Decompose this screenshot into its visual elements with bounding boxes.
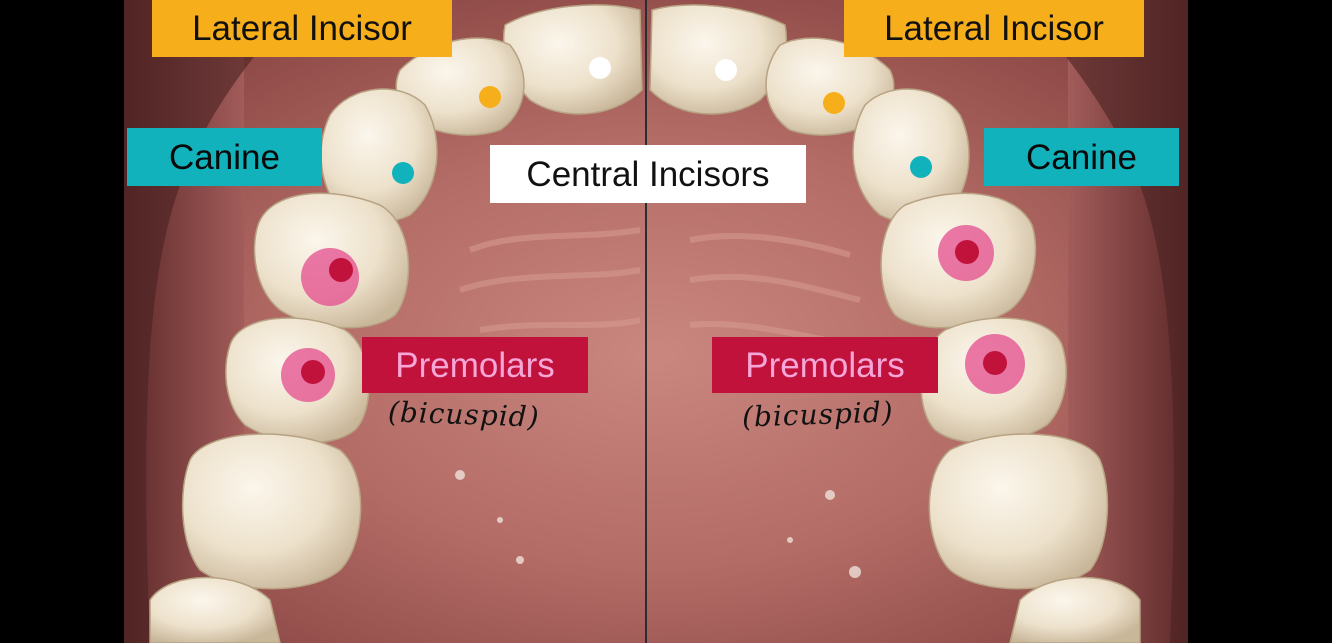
- premolar-marker: [955, 240, 979, 264]
- bicuspid-annotation-left: (bicuspid): [387, 395, 541, 434]
- lateral-incisor-marker-right: [823, 92, 845, 114]
- canine-marker-left: [392, 162, 414, 184]
- premolar-marker: [983, 351, 1007, 375]
- premolars-label-right: Premolars: [712, 337, 938, 393]
- tooth-markers: [281, 57, 1025, 402]
- central-incisor-marker-left: [589, 57, 611, 79]
- bicuspid-annotation-right: (bicuspid): [741, 395, 895, 434]
- canine-label-left: Canine: [127, 128, 322, 186]
- premolar-marker: [301, 360, 325, 384]
- central-incisor-marker-right: [715, 59, 737, 81]
- lateral-incisor-marker-left: [479, 86, 501, 108]
- premolars-label-left: Premolars: [362, 337, 588, 393]
- lateral-incisor-label-left: Lateral Incisor: [152, 0, 452, 57]
- central-incisors-label: Central Incisors: [490, 145, 806, 203]
- premolar-marker: [329, 258, 353, 282]
- canine-marker-right: [910, 156, 932, 178]
- lateral-incisor-label-right: Lateral Incisor: [844, 0, 1144, 57]
- canine-label-right: Canine: [984, 128, 1179, 186]
